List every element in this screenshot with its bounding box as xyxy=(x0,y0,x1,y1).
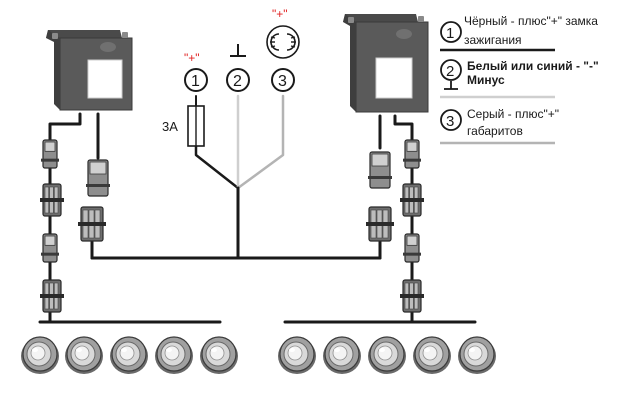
connector-icon xyxy=(78,206,106,242)
ground-symbol-icon xyxy=(230,44,246,57)
connector-icon xyxy=(403,233,421,263)
connector-icon xyxy=(40,279,64,313)
terminal-3: "+" 3 xyxy=(266,7,300,92)
control-module-icon xyxy=(46,30,133,111)
wire-left-module-a xyxy=(48,112,82,142)
legend-item-1-line2: зажигания xyxy=(464,33,522,47)
connector-icon xyxy=(86,159,110,197)
led-lamp-icon xyxy=(458,336,496,374)
led-lamp-icon xyxy=(110,336,148,374)
legend-item-3-line1: Серый - плюс"+" xyxy=(467,107,559,121)
wire-right-module-b xyxy=(393,114,414,142)
parking-light-icon xyxy=(266,25,300,59)
terminal-1-sign: "+" xyxy=(184,51,200,65)
legend-item-2: 2 Белый или синий - "-" Минус xyxy=(440,59,599,99)
wire-gray-3 xyxy=(236,94,285,190)
led-lamp-icon xyxy=(323,336,361,374)
led-lamp-icon xyxy=(413,336,451,374)
connector-icon xyxy=(41,233,59,263)
terminal-2: 2 xyxy=(226,44,250,92)
wire-black-1b xyxy=(194,144,240,190)
connector-icon xyxy=(400,279,424,313)
legend-item-2-number: 2 xyxy=(446,63,454,80)
connector-icon xyxy=(368,151,392,189)
ground-symbol-icon xyxy=(444,81,458,90)
legend: 1 Чёрный - плюс"+" замка зажигания 2 Бел… xyxy=(440,14,599,145)
legend-item-1: 1 Чёрный - плюс"+" замка зажигания xyxy=(440,14,598,52)
terminal-1-number: 1 xyxy=(191,73,200,90)
terminal-3-sign: "+" xyxy=(272,7,288,21)
terminal-2-number: 2 xyxy=(233,73,242,90)
led-lamp-icon xyxy=(155,336,193,374)
connector-icon xyxy=(366,206,394,242)
control-module-icon xyxy=(343,14,429,113)
legend-item-2-line2: Минус xyxy=(467,73,505,87)
led-lamp-icon xyxy=(65,336,103,374)
legend-item-3: 3 Серый - плюс"+" габаритов xyxy=(440,107,559,145)
led-lamp-icon xyxy=(21,336,59,374)
connector-icon xyxy=(403,139,421,169)
led-lamp-icon xyxy=(200,336,238,374)
terminal-3-number: 3 xyxy=(278,73,287,90)
legend-item-3-number: 3 xyxy=(446,113,454,130)
connector-icon xyxy=(40,183,64,217)
terminal-1: "+" 1 xyxy=(184,51,208,92)
legend-item-3-line2: габаритов xyxy=(467,124,523,138)
lamps xyxy=(21,336,496,374)
legend-item-1-line1: Чёрный - плюс"+" замка xyxy=(464,14,598,28)
legend-item-2-line1: Белый или синий - "-" xyxy=(467,59,599,73)
led-lamp-icon xyxy=(278,336,316,374)
fuse-icon xyxy=(187,105,205,147)
connector-icon xyxy=(400,183,424,217)
legend-item-1-number: 1 xyxy=(446,25,454,42)
fuse-label: 3A xyxy=(162,119,178,134)
led-lamp-icon xyxy=(368,336,406,374)
connector-icon xyxy=(41,139,59,169)
connectors xyxy=(40,139,424,313)
